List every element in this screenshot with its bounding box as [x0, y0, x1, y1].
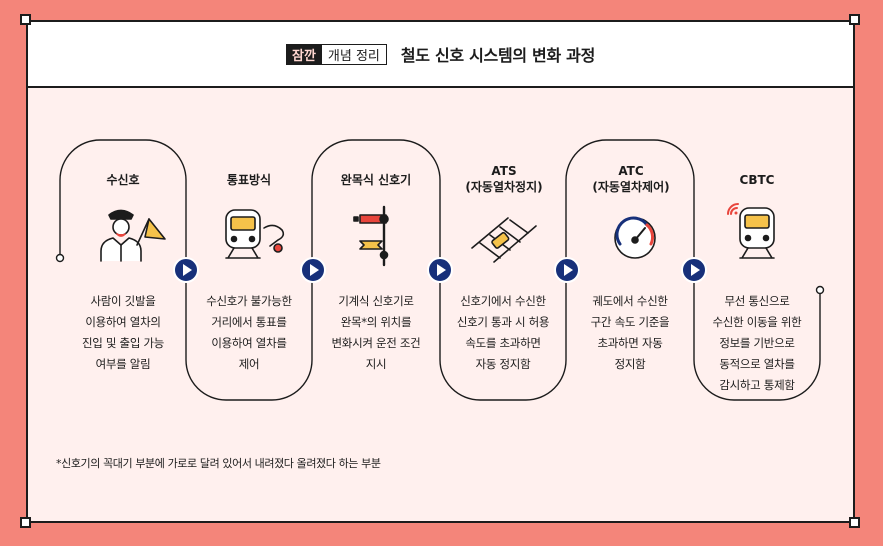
track-balise-icon [471, 217, 537, 263]
desc-line: 자동 정지함 [475, 357, 531, 371]
desc-line: 수신한 이동을 위한 [712, 315, 802, 329]
step-3-title: 완목식 신호기 [340, 173, 412, 187]
desc-line: 초과하면 자동 [597, 336, 663, 350]
wireless-train-icon [727, 203, 775, 259]
desc-line: 이용하여 열차의 [85, 315, 161, 329]
desc-line: 감시하고 통제함 [719, 378, 795, 392]
badge-primary: 잠깐 [285, 43, 322, 65]
arrow-right-icon [300, 257, 326, 283]
desc-line: 신호기에서 수신한 [460, 294, 546, 308]
step-5-title-main: ATC [618, 164, 644, 178]
step-5-title: ATC (자동열차제어) [571, 163, 691, 195]
desc-line: 정보를 기반으로 [719, 336, 795, 350]
desc-line: 궤도에서 수신한 [592, 294, 668, 308]
step-5-desc: 궤도에서 수신한 구간 속도 기준을 초과하면 자동 정지함 [568, 291, 692, 375]
desc-line: 무선 통신으로 [724, 294, 790, 308]
arrow-right-icon [173, 257, 199, 283]
semaphore-signal-icon [353, 205, 389, 267]
badge-secondary: 개념 정리 [321, 43, 387, 65]
arrow-right-icon [427, 257, 453, 283]
arrow-right-icon [681, 257, 707, 283]
step-1-desc: 사람이 깃발을 이용하여 열차의 진입 및 출입 가능 여부를 알림 [61, 291, 185, 375]
footnote: *신호기의 꼭대기 부분에 가로로 달려 있어서 내려졌다 올려졌다 하는 부분 [56, 457, 381, 470]
desc-line: 신호기 통과 시 허용 [456, 315, 550, 329]
desc-line: 구간 속도 기준을 [590, 315, 670, 329]
desc-line: 기계식 신호기로 [338, 294, 414, 308]
desc-line: 변화시켜 운전 조건 [331, 336, 421, 350]
step-4-title-main: ATS [491, 164, 517, 178]
step-4-title: ATS (자동열차정지) [444, 163, 564, 195]
step-5-title-sub: (자동열차제어) [592, 180, 670, 194]
desc-line: 여부를 알림 [95, 357, 151, 371]
step-4-title-sub: (자동열차정지) [465, 180, 543, 194]
card-frame: 잠깐 개념 정리 철도 신호 시스템의 변화 과정 [26, 20, 855, 523]
step-2-title: 통표방식 [226, 173, 272, 187]
desc-line: 정지함 [614, 357, 646, 371]
corner-square-br [849, 517, 860, 528]
arrow-right-icon [554, 257, 580, 283]
desc-line: 거리에서 통표를 [211, 315, 287, 329]
concept-badge: 잠깐 개념 정리 [285, 43, 387, 65]
desc-line: 제어 [238, 357, 260, 371]
desc-line: 사람이 깃발을 [90, 294, 156, 308]
step-2-desc: 수신호가 불가능한 거리에서 통표를 이용하여 열차를 제어 [187, 291, 311, 375]
step-3-desc: 기계식 신호기로 완목*의 위치를 변화시켜 운전 조건 지시 [314, 291, 438, 375]
desc-line: 수신호가 불가능한 [206, 294, 292, 308]
desc-line: 진입 및 출입 가능 [81, 336, 165, 350]
desc-line: 완목*의 위치를 [340, 315, 412, 329]
desc-line: 이용하여 열차를 [211, 336, 287, 350]
desc-line: 지시 [365, 357, 387, 371]
desc-line: 속도를 초과하면 [465, 336, 541, 350]
page-title: 철도 신호 시스템의 변화 과정 [400, 46, 596, 65]
speedometer-icon [614, 216, 656, 259]
desc-line: 동적으로 열차를 [719, 357, 795, 371]
train-token-icon [225, 209, 285, 259]
step-1-title: 수신호 [106, 173, 140, 187]
step-6-desc: 무선 통신으로 수신한 이동을 위한 정보를 기반으로 동적으로 열차를 감시하… [695, 291, 819, 396]
step-6-title: CBTC [739, 173, 775, 187]
step-4-desc: 신호기에서 수신한 신호기 통과 시 허용 속도를 초과하면 자동 정지함 [441, 291, 565, 375]
corner-square-tr [849, 14, 860, 25]
header: 잠깐 개념 정리 철도 신호 시스템의 변화 과정 [28, 22, 853, 88]
signalman-icon [100, 209, 166, 262]
corner-square-tl [20, 14, 31, 25]
corner-square-bl [20, 517, 31, 528]
